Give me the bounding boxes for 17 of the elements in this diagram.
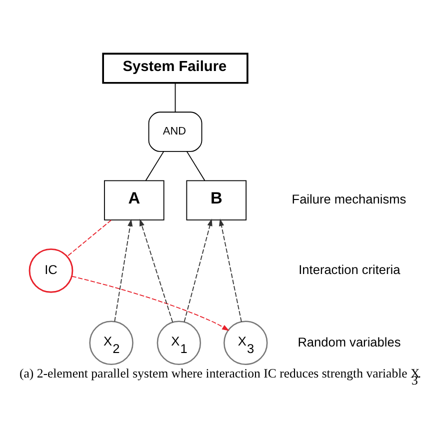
- arrow: [71, 276, 230, 331]
- connector: [174, 82, 176, 112]
- arrow: [140, 218, 174, 323]
- connector: [186, 150, 206, 181]
- node-box: B: [186, 180, 247, 220]
- node-box: System Failure: [102, 52, 248, 84]
- label: Random variables: [298, 334, 401, 350]
- label: Failure mechanisms: [292, 192, 406, 207]
- arrow: [114, 219, 133, 322]
- arrow: [218, 218, 242, 322]
- node-circle: IC: [28, 248, 74, 293]
- arrow: [184, 218, 212, 322]
- node-box: A: [104, 180, 164, 220]
- connector: [66, 220, 112, 257]
- connector: [145, 150, 164, 181]
- label: Interaction criteria: [298, 262, 400, 278]
- node-box: AND: [148, 112, 202, 152]
